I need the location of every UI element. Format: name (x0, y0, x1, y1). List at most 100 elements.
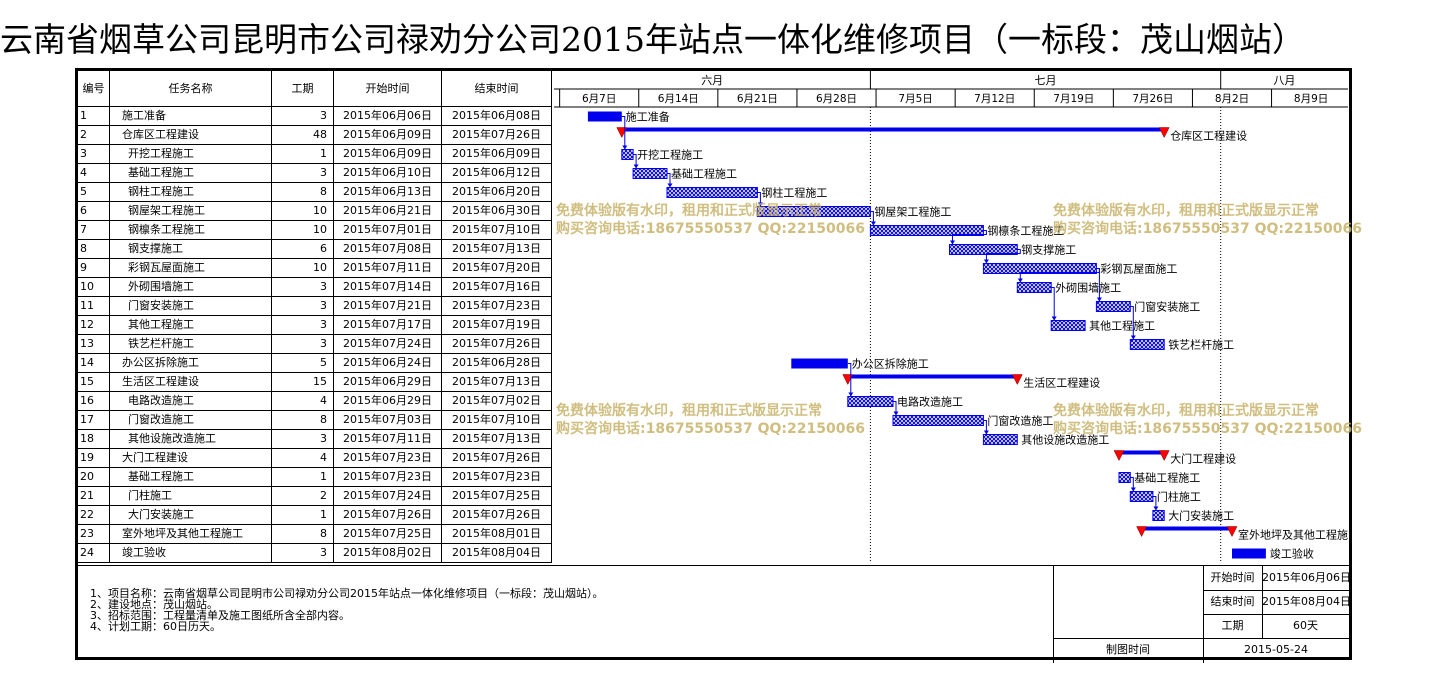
task-name: 室外地坪及其他工程施工 (110, 525, 272, 544)
task-duration: 8 (272, 183, 334, 202)
bar-label: 钢支撑施工 (1021, 243, 1076, 257)
project-note: 3、招标范围：工程量清单及施工图纸所含全部内容。 (90, 609, 350, 622)
task-end: 2015年07月26日 (442, 506, 552, 525)
task-name: 大门安装施工 (110, 506, 272, 525)
week-label: 7月5日 (898, 93, 932, 105)
task-duration: 8 (272, 525, 334, 544)
task-end: 2015年07月23日 (442, 468, 552, 487)
dependency-arrow (622, 145, 628, 150)
bar-label: 铁艺栏杆施工 (1168, 338, 1234, 352)
task-end: 2015年06月08日 (442, 107, 552, 126)
task-duration: 1 (272, 468, 334, 487)
task-start: 2015年07月11日 (334, 259, 442, 278)
task-duration: 3 (272, 164, 334, 183)
bar-label: 开挖工程施工 (637, 148, 703, 162)
bar-label: 门柱施工 (1157, 490, 1201, 504)
task-bar (666, 187, 758, 198)
task-start: 2015年07月03日 (334, 411, 442, 430)
task-name: 门窗改造施工 (110, 411, 272, 430)
duration-label: 工期 (1221, 619, 1244, 632)
task-end: 2015年07月25日 (442, 487, 552, 506)
month-label: 八月 (1273, 74, 1295, 87)
week-label: 6月7日 (582, 93, 616, 105)
task-bar (847, 396, 894, 407)
info-row-divider (1203, 614, 1349, 615)
task-id: 16 (78, 392, 110, 411)
bar-label: 室外地坪及其他工程施工 (1238, 528, 1348, 542)
task-bar (587, 111, 622, 122)
task-end: 2015年07月13日 (442, 430, 552, 449)
task-bar (1232, 548, 1266, 559)
task-bar (621, 149, 634, 160)
task-id: 23 (78, 525, 110, 544)
task-duration: 4 (272, 449, 334, 468)
task-id: 17 (78, 411, 110, 430)
task-id: 12 (78, 316, 110, 335)
bar-label: 钢柱工程施工 (761, 186, 827, 200)
task-name: 其他设施改造施工 (110, 430, 272, 449)
week-label: 6月21日 (737, 93, 778, 105)
task-name: 彩钢瓦屋面施工 (110, 259, 272, 278)
dependency-line (1130, 477, 1134, 492)
milestone-marker (1158, 450, 1170, 462)
summary-bar (847, 374, 1018, 379)
dependency-line (952, 230, 987, 245)
task-start: 2015年07月24日 (334, 487, 442, 506)
task-bar (1152, 510, 1165, 521)
task-id: 6 (78, 202, 110, 221)
task-name: 开挖工程施工 (110, 145, 272, 164)
duration-header: 工期 (272, 71, 334, 107)
task-id: 22 (78, 506, 110, 525)
dependency-line (633, 154, 637, 169)
task-duration: 10 (272, 221, 334, 240)
task-bar (1050, 320, 1086, 331)
duration-value: 60天 (1293, 619, 1318, 632)
task-bar (892, 415, 984, 426)
task-name: 钢屋架工程施工 (110, 202, 272, 221)
task-end: 2015年07月10日 (442, 221, 552, 240)
bar-label: 钢屋架工程施工 (874, 206, 951, 219)
task-start: 2015年06月21日 (334, 202, 442, 221)
bar-label: 仓库区工程建设 (1170, 129, 1247, 143)
task-start: 2015年07月21日 (334, 297, 442, 316)
task-start: 2015年06月29日 (334, 392, 442, 411)
task-start: 2015年07月24日 (334, 335, 442, 354)
task-end: 2015年07月13日 (442, 373, 552, 392)
task-name: 基础工程施工 (110, 164, 272, 183)
task-end: 2015年07月16日 (442, 278, 552, 297)
dependency-line (847, 363, 852, 397)
week-label: 7月26日 (1132, 93, 1173, 105)
task-duration: 1 (272, 145, 334, 164)
task-end: 2015年07月26日 (442, 126, 552, 145)
task-id: 2 (78, 126, 110, 145)
dependency-arrow (633, 164, 639, 169)
bar-label: 大门安装施工 (1168, 509, 1234, 523)
task-id: 3 (78, 145, 110, 164)
task-name: 办公区拆除施工 (110, 354, 272, 373)
task-duration: 3 (272, 297, 334, 316)
bar-label: 大门工程建设 (1170, 452, 1236, 466)
dependency-line (985, 249, 1021, 264)
id-header: 编号 (78, 71, 110, 107)
task-id: 10 (78, 278, 110, 297)
milestone-marker (616, 127, 628, 139)
dependency-line (757, 192, 761, 207)
dependency-line (870, 211, 874, 226)
task-name: 施工准备 (110, 107, 272, 126)
task-end: 2015年07月10日 (442, 411, 552, 430)
task-start: 2015年07月08日 (334, 240, 442, 259)
task-end: 2015年06月30日 (442, 202, 552, 221)
task-duration: 3 (272, 278, 334, 297)
dependency-arrow (757, 202, 763, 207)
task-name: 钢柱工程施工 (110, 183, 272, 202)
dependency-arrow (1051, 316, 1057, 321)
task-bar (1129, 491, 1154, 502)
task-start: 2015年06月10日 (334, 164, 442, 183)
task-duration: 10 (272, 259, 334, 278)
task-id: 19 (78, 449, 110, 468)
task-start: 2015年07月23日 (334, 468, 442, 487)
task-start: 2015年06月06日 (334, 107, 442, 126)
task-id: 20 (78, 468, 110, 487)
